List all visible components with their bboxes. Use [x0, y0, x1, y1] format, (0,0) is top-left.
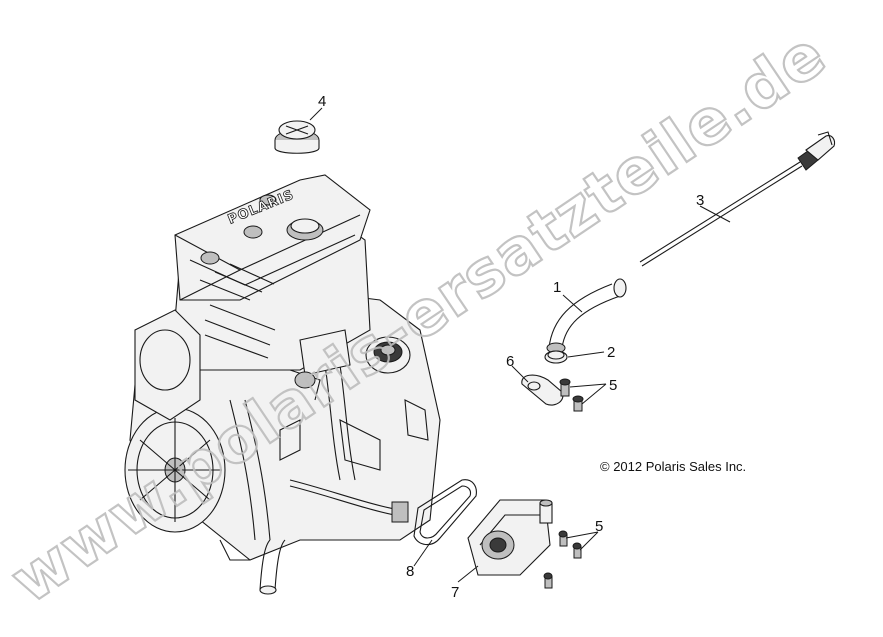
callout-labels: 4 3 1 2 6 5 5 8 7	[318, 93, 704, 601]
leader-lines	[309, 107, 731, 583]
callout-1: 1	[553, 279, 561, 296]
copyright-notice: © 2012 Polaris Sales Inc.	[600, 459, 747, 474]
callout-3: 3	[696, 192, 704, 209]
callout-2: 2	[607, 344, 615, 361]
oil-fill-cap-part	[274, 120, 320, 154]
callout-7: 7	[451, 584, 459, 601]
dipstick-tube-part	[546, 278, 627, 354]
cover-bolts-part	[543, 530, 582, 589]
tube-flange-part	[521, 374, 564, 406]
callout-8: 8	[406, 563, 414, 580]
grommet-part	[544, 350, 568, 364]
breather-cover-part	[467, 499, 553, 576]
callout-4: 4	[318, 93, 326, 110]
callout-5a: 5	[609, 377, 617, 394]
dipstick-part	[639, 131, 836, 267]
callout-5b: 5	[595, 518, 603, 535]
gasket-part	[413, 479, 477, 546]
engine-assembly	[124, 174, 441, 595]
flange-bolts-part	[559, 378, 584, 412]
callout-6: 6	[506, 353, 514, 370]
